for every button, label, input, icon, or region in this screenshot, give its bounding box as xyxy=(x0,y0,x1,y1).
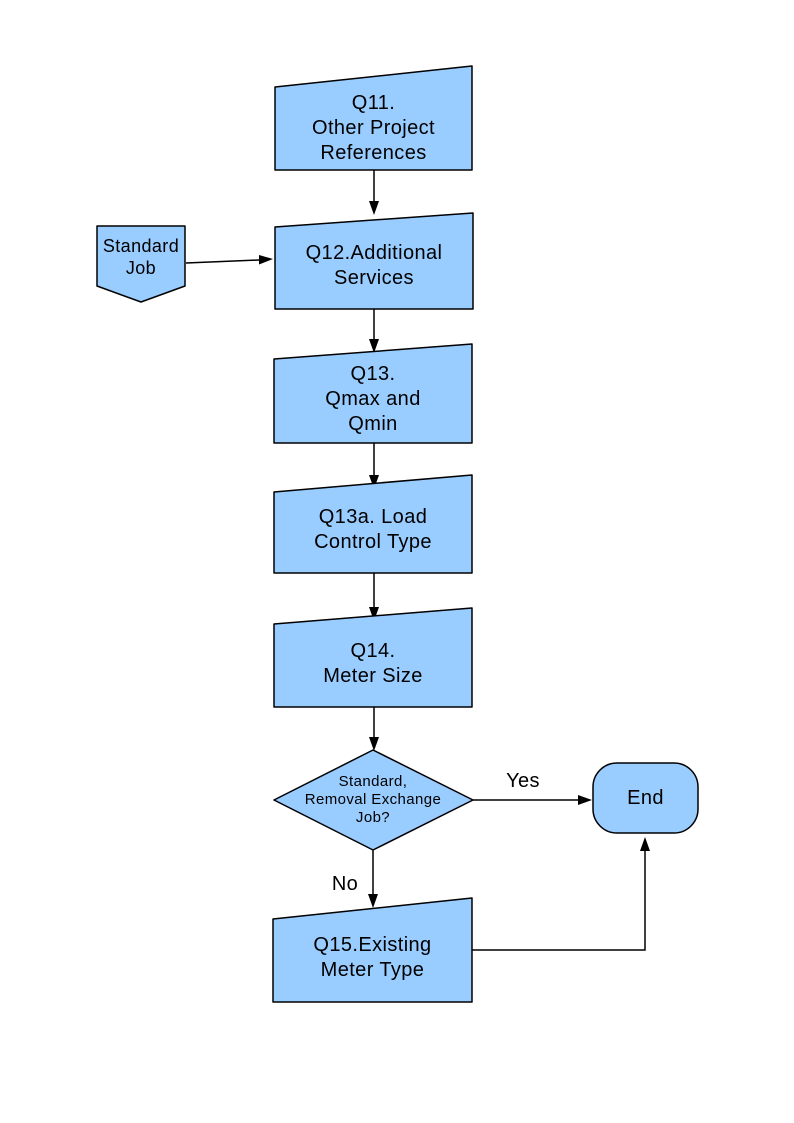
node-q13a-label: Q13a. Load Control Type xyxy=(314,506,432,553)
edge-q15-end xyxy=(472,837,650,951)
node-q13a-shape xyxy=(273,474,473,574)
node-q14-shape xyxy=(273,607,473,708)
node-decision-shape xyxy=(273,749,474,851)
node-q15-shape xyxy=(272,897,473,1003)
edge-decision-q15-no xyxy=(368,850,378,908)
node-q13-shape xyxy=(273,343,473,444)
edge-standardjob-q12 xyxy=(185,255,273,265)
node-q13-label: Q13. Qmax and Qmin xyxy=(325,362,421,435)
edge-q14-decision xyxy=(369,707,379,751)
node-end-shape xyxy=(592,762,699,834)
node-q14-label: Q14. Meter Size xyxy=(323,639,423,687)
arrowhead xyxy=(368,894,378,908)
node-standard-job-label: Standard Job xyxy=(102,236,180,278)
node-q12-label: Q12.Additional Services xyxy=(305,241,443,289)
edge-q11-q12 xyxy=(369,170,379,215)
arrowhead xyxy=(369,339,379,353)
node-standard-job-shape xyxy=(96,225,186,303)
node-decision-label: Standard, Removal Exchange Job? xyxy=(304,773,442,826)
edge-label-yes: Yes xyxy=(506,769,540,792)
node-q11-label: Q11. Other Project References xyxy=(311,92,436,164)
arrowhead xyxy=(640,837,650,851)
arrowhead xyxy=(369,475,379,489)
edge-q13a-q14 xyxy=(369,573,379,621)
node-q11-shape xyxy=(274,65,473,171)
arrowhead xyxy=(369,737,379,751)
edge-label-no: No xyxy=(331,872,359,895)
edge-q13-q13a xyxy=(369,443,379,489)
arrowhead xyxy=(369,607,379,621)
edge-q12-q13 xyxy=(369,309,379,353)
edge-decision-end-yes xyxy=(473,795,592,805)
node-end-label: End xyxy=(627,786,664,809)
node-q15-label: Q15.Existing Meter Type xyxy=(313,934,432,981)
arrowhead xyxy=(259,255,273,265)
arrowhead xyxy=(578,795,592,805)
arrowhead xyxy=(369,201,379,215)
node-q12-shape xyxy=(274,212,474,310)
